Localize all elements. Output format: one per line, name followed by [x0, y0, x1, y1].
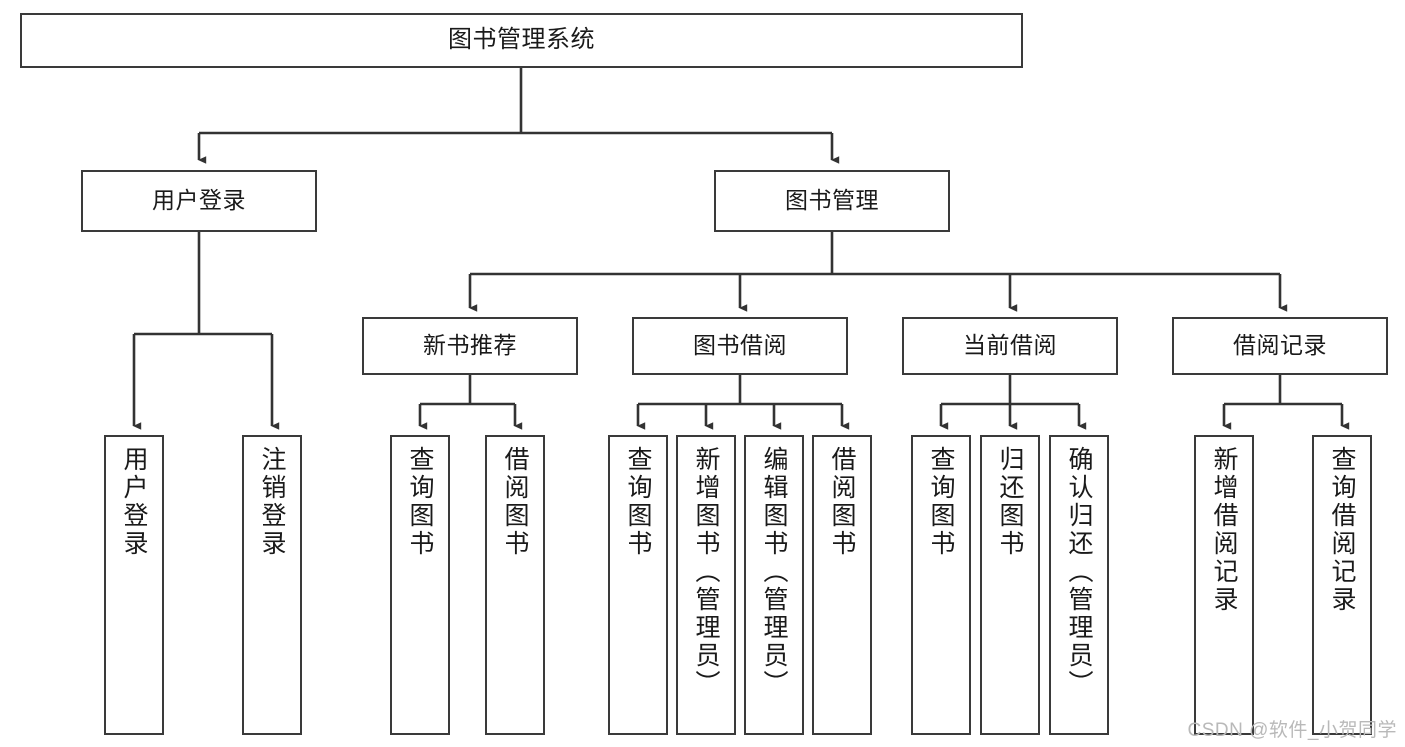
node-leaf-return-book[interactable]: 归还图书 — [980, 435, 1040, 735]
node-label: 图书管理 — [785, 187, 879, 214]
node-label: 查询图书 — [624, 446, 652, 558]
node-current-borrow[interactable]: 当前借阅 — [902, 317, 1118, 375]
node-label: 借阅记录 — [1233, 332, 1327, 359]
node-label: 编辑图书（管理员） — [760, 446, 788, 698]
node-label: 归还图书 — [996, 446, 1024, 558]
node-leaf-borrow-book-2[interactable]: 借阅图书 — [812, 435, 872, 735]
node-label: 图书借阅 — [693, 332, 787, 359]
node-user-login[interactable]: 用户登录 — [81, 170, 317, 232]
node-leaf-add-book[interactable]: 新增图书（管理员） — [676, 435, 736, 735]
node-label: 借阅图书 — [828, 446, 856, 558]
node-label: 当前借阅 — [963, 332, 1057, 359]
node-label: 借阅图书 — [501, 446, 529, 558]
node-label: 查询借阅记录 — [1328, 446, 1356, 614]
node-book-management[interactable]: 图书管理 — [714, 170, 950, 232]
node-leaf-user-login[interactable]: 用户登录 — [104, 435, 164, 735]
csdn-watermark: CSDN @软件_小贺同学 — [1187, 720, 1397, 741]
node-leaf-query-book-3[interactable]: 查询图书 — [911, 435, 971, 735]
node-leaf-add-record[interactable]: 新增借阅记录 — [1194, 435, 1254, 735]
node-leaf-confirm-return[interactable]: 确认归还（管理员） — [1049, 435, 1109, 735]
node-borrow-record[interactable]: 借阅记录 — [1172, 317, 1388, 375]
node-leaf-query-record[interactable]: 查询借阅记录 — [1312, 435, 1372, 735]
node-leaf-query-book-1[interactable]: 查询图书 — [390, 435, 450, 735]
node-label: 新增借阅记录 — [1210, 446, 1238, 614]
node-label: 用户登录 — [152, 187, 246, 214]
node-label: 图书管理系统 — [448, 26, 595, 54]
node-book-borrow[interactable]: 图书借阅 — [632, 317, 848, 375]
node-label: 注销登录 — [258, 446, 286, 558]
node-root-system[interactable]: 图书管理系统 — [20, 13, 1023, 68]
node-label: 查询图书 — [406, 446, 434, 558]
node-leaf-logout[interactable]: 注销登录 — [242, 435, 302, 735]
node-new-book-recommend[interactable]: 新书推荐 — [362, 317, 578, 375]
node-leaf-query-book-2[interactable]: 查询图书 — [608, 435, 668, 735]
node-label: 查询图书 — [927, 446, 955, 558]
node-label: 确认归还（管理员） — [1065, 446, 1093, 698]
node-leaf-edit-book[interactable]: 编辑图书（管理员） — [744, 435, 804, 735]
node-label: 用户登录 — [120, 446, 148, 558]
node-leaf-borrow-book-1[interactable]: 借阅图书 — [485, 435, 545, 735]
node-label: 新增图书（管理员） — [692, 446, 720, 698]
node-label: 新书推荐 — [423, 332, 517, 359]
